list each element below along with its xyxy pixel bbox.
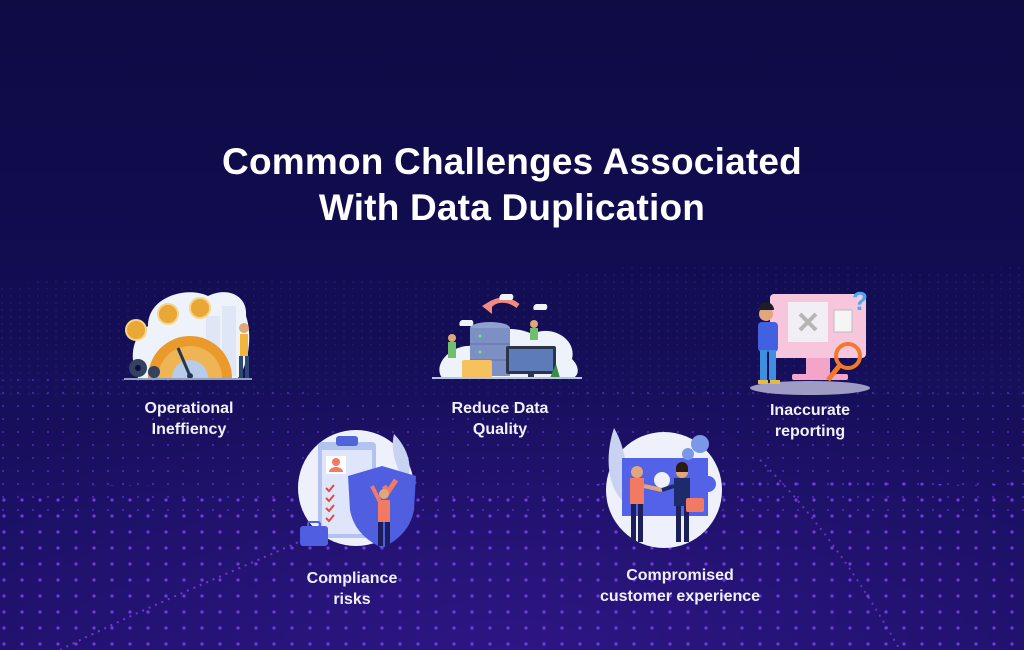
inaccurate-reporting-item: ? [748, 288, 878, 396]
inaccurate-reporting-label: Inaccurate reporting [769, 402, 851, 440]
speedometer-gauge-icon [124, 292, 252, 380]
operational-inefficiency-label: Operational Ineffiency [144, 400, 234, 438]
compromised-customer-experience-item [604, 428, 730, 550]
clipboard-shield-icon [298, 430, 416, 548]
database-monitor-icon [432, 294, 582, 379]
operational-inefficiency-item [118, 286, 258, 381]
compromised-customer-experience-label: Compromised customer experience [599, 567, 761, 605]
reduce-data-quality-label: Reduce Data Quality [451, 400, 549, 438]
page-title: Common Challenges Associated With Data D… [222, 140, 802, 228]
compliance-risks-label: Compliance risks [306, 570, 398, 608]
compliance-risks-item [296, 428, 420, 552]
reduce-data-quality-item [432, 284, 582, 384]
svg-text:?: ? [852, 288, 868, 316]
confused-person-monitor-icon: ? [750, 288, 870, 395]
puzzle-handshake-icon [606, 428, 722, 548]
